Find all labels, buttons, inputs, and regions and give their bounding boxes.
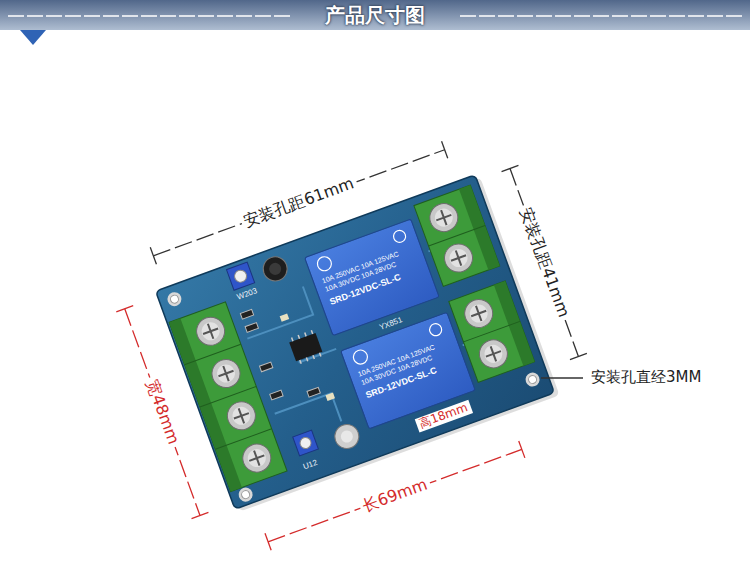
screw-head	[239, 440, 275, 476]
hole-pad	[524, 371, 542, 389]
screw-face	[447, 246, 470, 269]
screw-slot	[247, 448, 268, 469]
smd-resistor	[307, 387, 320, 397]
hole	[527, 374, 537, 384]
screw-head	[208, 356, 244, 392]
potentiometer-screw	[233, 268, 248, 283]
screw	[223, 398, 259, 434]
potentiometer-screw	[299, 436, 313, 450]
screw-slot	[468, 303, 489, 324]
potentiometer	[293, 430, 319, 456]
screw	[193, 313, 229, 349]
screw-slot	[200, 321, 221, 342]
screw-head	[461, 296, 497, 332]
smd-resistor	[270, 390, 283, 400]
screw	[475, 336, 511, 372]
screw-slot	[448, 248, 469, 269]
cert-logo	[352, 348, 370, 366]
header-rule	[8, 15, 290, 17]
smd-led	[325, 393, 335, 401]
screw-face	[245, 447, 268, 470]
leader-line	[541, 377, 583, 378]
smd-resistor	[240, 309, 253, 319]
capacitor-top	[339, 429, 354, 444]
screw-face	[432, 206, 455, 229]
screw	[441, 240, 477, 276]
hole	[169, 294, 179, 304]
capacitor	[260, 254, 291, 285]
smd-resistor	[259, 362, 272, 372]
screw-slot	[434, 207, 455, 228]
smd-resistor	[245, 323, 258, 333]
dimension-tick	[265, 533, 271, 550]
dimension-tick	[150, 247, 156, 264]
cert-logo	[392, 229, 407, 244]
potentiometer	[226, 262, 254, 290]
dimension-tick	[502, 165, 519, 171]
terminal-body	[169, 302, 287, 492]
screw-face	[199, 320, 222, 343]
screw-face	[467, 302, 490, 325]
dimension-label: 长69mm	[357, 474, 432, 516]
dimension-tick	[519, 441, 525, 458]
cert-logo	[428, 322, 443, 337]
screw-slot	[483, 344, 504, 365]
dimension-line	[125, 309, 200, 516]
header-rule	[460, 15, 742, 17]
screw-slot	[216, 363, 237, 384]
capacitor	[331, 421, 362, 452]
dimension-tick	[570, 353, 587, 359]
screw	[239, 440, 275, 476]
screw-face	[214, 362, 237, 385]
terminal-block	[169, 302, 287, 492]
mounting-hole	[165, 185, 544, 504]
dimension-tick	[442, 141, 448, 158]
page-title: 产品尺寸图	[0, 3, 750, 27]
dimension-label: 宽48mm	[141, 374, 183, 449]
dimension-tick	[192, 512, 209, 518]
screw-slot	[231, 406, 252, 427]
screw	[461, 296, 497, 332]
dimension-label: 安装孔直经3MM	[588, 369, 704, 386]
cert-logo	[315, 255, 333, 273]
smd-led	[280, 313, 290, 321]
hole	[240, 489, 250, 499]
screw-head	[441, 240, 477, 276]
hole-pad	[165, 290, 183, 308]
dimension-line	[268, 449, 522, 541]
capacitor-top	[267, 261, 282, 276]
ic-pins	[292, 330, 321, 363]
screw	[426, 200, 462, 236]
header-marker	[20, 30, 46, 45]
screw	[208, 356, 244, 392]
ic-chip	[289, 333, 322, 361]
screw-face	[482, 342, 505, 365]
screw-head	[475, 336, 511, 372]
screw-head	[193, 313, 229, 349]
screw-face	[230, 404, 253, 427]
screw-head	[426, 200, 462, 236]
header-band	[0, 0, 750, 30]
pcb-module	[100, 119, 614, 572]
screw-head	[223, 398, 259, 434]
dimension-tick	[116, 306, 133, 312]
dimension-line	[510, 169, 578, 357]
